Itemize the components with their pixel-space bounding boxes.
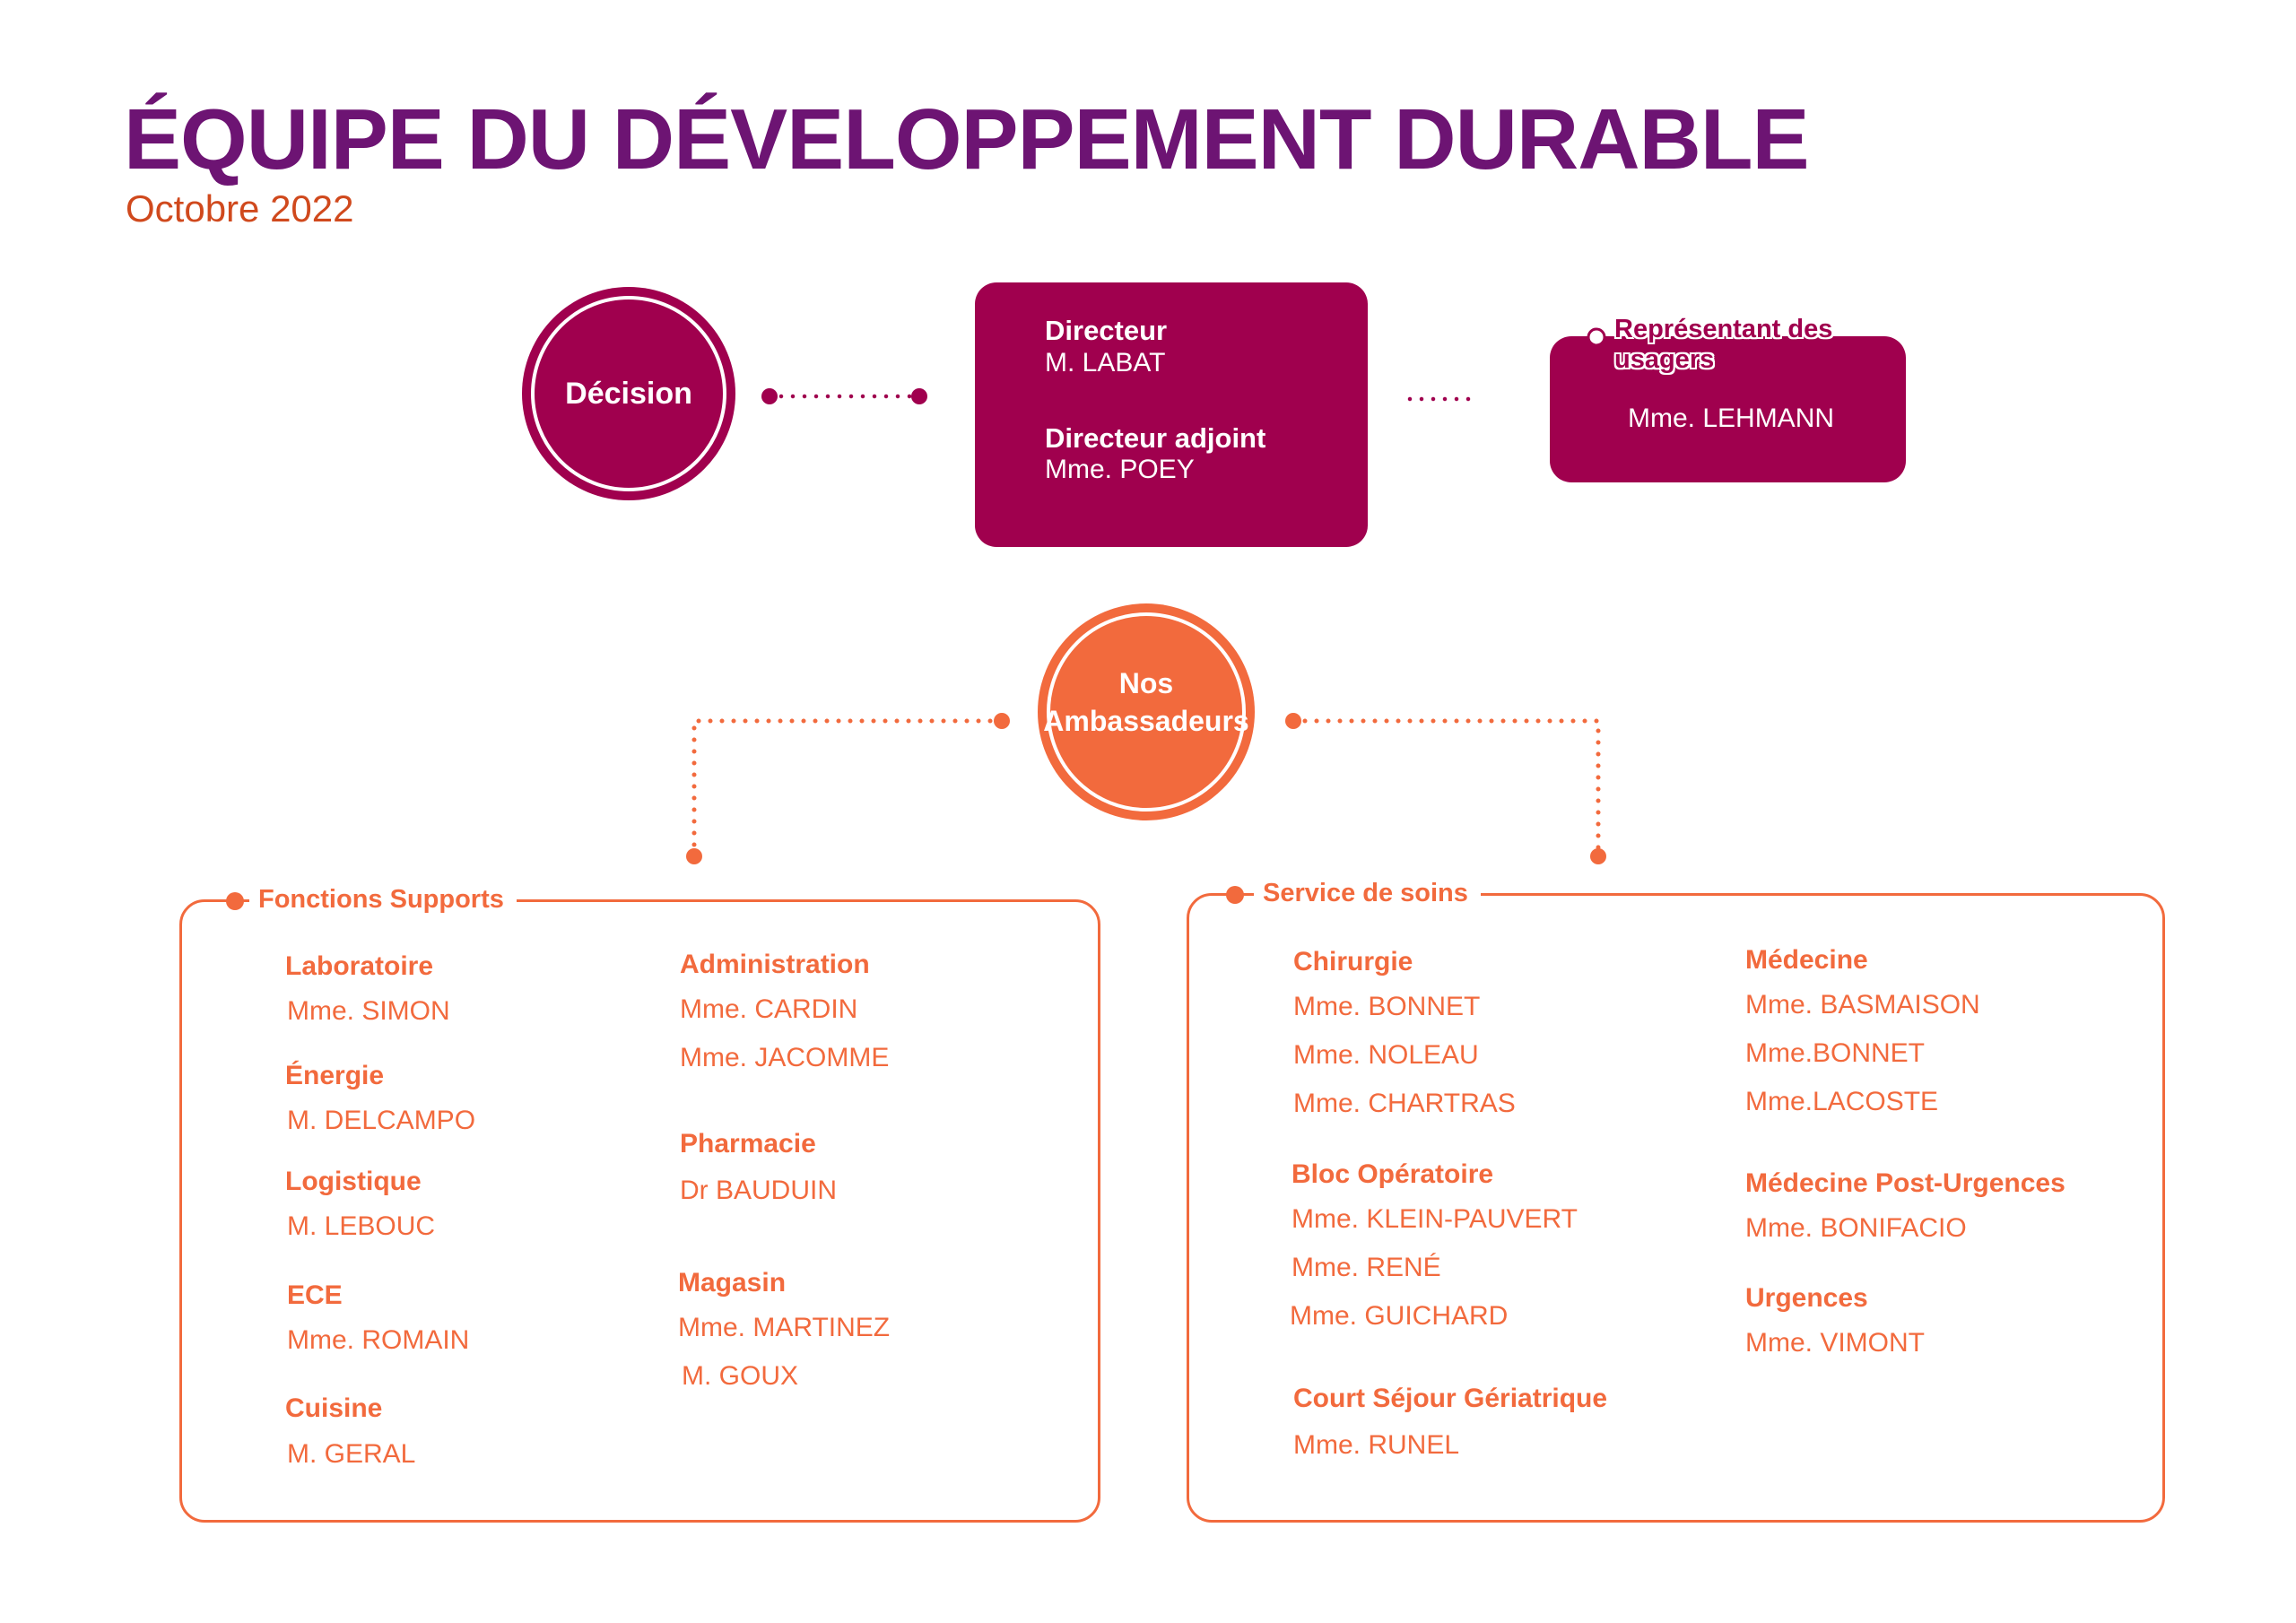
person-urgences-1: Mme. VIMONT: [1745, 1328, 1925, 1358]
person-cuisine-1: M. GERAL: [287, 1439, 416, 1469]
ambassadors-label: Nos Ambassadeurs: [1020, 664, 1273, 740]
person-chirurgie-2: Mme. NOLEAU: [1293, 1040, 1479, 1070]
dept-bloc-operatoire: Bloc Opératoire: [1292, 1159, 1494, 1189]
care-services-title: Service de soins: [1254, 877, 1481, 909]
person-logistique-1: M. LEBOUC: [287, 1211, 436, 1241]
person-chirurgie-1: Mme. BONNET: [1293, 992, 1481, 1021]
dept-pharmacie: Pharmacie: [680, 1129, 816, 1159]
ambassadors-circle: Nos Ambassadeurs: [1038, 603, 1255, 820]
person-administration-1: Mme. CARDIN: [680, 994, 858, 1024]
person-medecine-2: Mme.BONNET: [1745, 1038, 1926, 1068]
person-mpu-1: Mme. BONIFACIO: [1745, 1213, 1967, 1243]
dept-logistique: Logistique: [285, 1167, 422, 1196]
representative-title: Représentant des usagers: [1614, 315, 1833, 374]
dept-energie: Énergie: [285, 1061, 385, 1090]
page-subtitle: Octobre 2022: [126, 187, 354, 230]
care-services-box: [1187, 893, 2165, 1523]
dept-urgences: Urgences: [1745, 1283, 1868, 1313]
ambassadors-care-connector: [1285, 713, 1606, 864]
support-functions-dot: [226, 892, 244, 910]
ambassadors-label-line2: Ambassadeurs: [1043, 705, 1249, 737]
person-bloc-3: Mme. GUICHARD: [1290, 1301, 1509, 1331]
care-services-dot: [1226, 886, 1244, 904]
direction-box: Directeur M. LABAT Directeur adjoint Mme…: [975, 282, 1368, 547]
person-court-sejour-1: Mme. RUNEL: [1293, 1430, 1460, 1460]
representative-name: Mme. LEHMANN: [1628, 404, 1835, 433]
representative-box: [1550, 336, 1906, 482]
person-medecine-3: Mme.LACOSTE: [1745, 1087, 1939, 1116]
decision-label: Décision: [565, 376, 692, 411]
dept-chirurgie: Chirurgie: [1293, 947, 1413, 976]
deputy-director-role: Directeur adjoint: [1045, 422, 1266, 454]
person-energie-1: M. DELCAMPO: [287, 1106, 476, 1135]
person-ece-1: Mme. ROMAIN: [287, 1325, 470, 1355]
dept-magasin: Magasin: [678, 1268, 787, 1298]
director-role: Directeur: [1045, 315, 1168, 346]
dept-medecine: Médecine: [1745, 945, 1868, 975]
support-functions-box: [179, 899, 1100, 1523]
dept-laboratoire: Laboratoire: [285, 951, 434, 981]
decision-circle: Décision: [522, 287, 735, 500]
director-name: M. LABAT: [1045, 348, 1166, 378]
dept-administration: Administration: [680, 950, 870, 979]
dept-cuisine: Cuisine: [285, 1393, 383, 1423]
person-laboratoire-1: Mme. SIMON: [287, 996, 450, 1026]
ambassadors-label-line1: Nos: [1118, 667, 1174, 699]
ambassadors-ring: [1047, 612, 1246, 812]
dept-court-sejour: Court Séjour Gériatrique: [1293, 1384, 1608, 1413]
ambassadors-support-connector: [686, 713, 1010, 864]
dept-ece: ECE: [287, 1280, 343, 1310]
decision-ring: [531, 296, 726, 491]
decision-director-connector: [761, 388, 927, 404]
person-chirurgie-3: Mme. CHARTRAS: [1293, 1089, 1516, 1118]
person-medecine-1: Mme. BASMAISON: [1745, 990, 1980, 1020]
deputy-director-name: Mme. POEY: [1045, 455, 1195, 484]
person-magasin-1: Mme. MARTINEZ: [678, 1313, 891, 1342]
person-magasin-2: M. GOUX: [682, 1361, 799, 1391]
person-administration-2: Mme. JACOMME: [680, 1043, 890, 1072]
support-functions-title: Fonctions Supports: [249, 883, 517, 916]
person-bloc-2: Mme. RENÉ: [1292, 1253, 1441, 1282]
person-pharmacie-1: Dr BAUDUIN: [680, 1176, 838, 1205]
page-title: ÉQUIPE DU DÉVELOPPEMENT DURABLE: [124, 91, 1810, 187]
dept-medecine-post-urgences: Médecine Post-Urgences: [1745, 1168, 2066, 1198]
representative-title-dot: [1587, 327, 1606, 347]
person-bloc-1: Mme. KLEIN-PAUVERT: [1292, 1204, 1578, 1234]
